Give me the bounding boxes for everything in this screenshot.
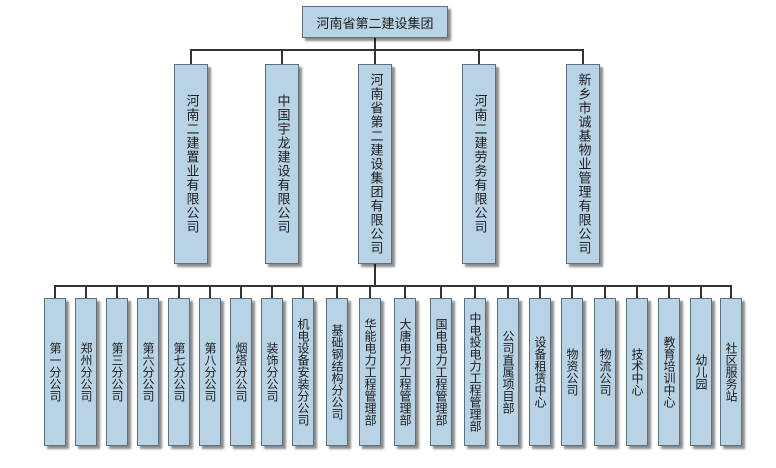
- connector-branch-drop: [116, 285, 118, 298]
- branch-node: 物资公司: [561, 298, 583, 446]
- branch-node: 郑州分公司: [75, 298, 97, 446]
- branch-node: 第三分公司: [106, 298, 128, 446]
- connector-branch-drop: [85, 285, 87, 298]
- subsidiary-label: 中国宇龙建设有限公司: [274, 94, 290, 234]
- connector-branch-drop: [440, 285, 442, 298]
- subsidiary-label: 河南省第二建设集团有限公司: [367, 73, 383, 255]
- connector-branch-drop: [636, 285, 638, 298]
- branch-node: 设备租赁中心: [529, 298, 551, 446]
- branch-label: 物流公司: [598, 348, 612, 396]
- connector-branch-drop: [571, 285, 573, 298]
- subsidiary-label: 新乡市诚基物业管理有限公司: [575, 73, 591, 255]
- root-node: 河南省第二建设集团: [302, 6, 448, 38]
- subsidiary-label: 河南二建置业有限公司: [183, 94, 199, 234]
- branch-node: 第六分公司: [137, 298, 159, 446]
- connector-branch-bus: [54, 285, 731, 287]
- branch-label: 公司直属项目部: [501, 330, 515, 414]
- branch-node: 技术中心: [626, 298, 648, 446]
- branch-node: 机电设备安装分公司: [292, 298, 314, 446]
- connector-branch-drop: [404, 285, 406, 298]
- connector-branch-drop: [209, 285, 211, 298]
- branch-label: 基础钢结构分公司: [330, 324, 344, 420]
- connector-sub-bus: [190, 49, 584, 51]
- connector-branch-drop: [474, 285, 476, 298]
- branch-node: 教育培训中心: [658, 298, 680, 446]
- branch-node: 装饰分公司: [261, 298, 283, 446]
- branch-label: 大唐电力工程管理部: [398, 318, 412, 426]
- branch-node: 第七分公司: [168, 298, 190, 446]
- branch-label: 机电设备安装分公司: [296, 318, 310, 426]
- branch-node: 幼儿园: [690, 298, 712, 446]
- branch-label: 第六分公司: [141, 342, 155, 402]
- branch-label: 第七分公司: [172, 342, 186, 402]
- branch-label: 技术中心: [630, 348, 644, 396]
- connector-branch-drop: [302, 285, 304, 298]
- branch-label: 装饰分公司: [265, 342, 279, 402]
- subsidiary-node: 新乡市诚基物业管理有限公司: [566, 64, 600, 264]
- branch-label: 国电电力工程管理部: [434, 318, 448, 426]
- connector-branch-drop: [369, 285, 371, 298]
- connector-branch-drop: [240, 285, 242, 298]
- branch-node: 烟塔分公司: [230, 298, 252, 446]
- connector-sub-drop: [374, 49, 376, 64]
- connector-branch-drop: [507, 285, 509, 298]
- branch-label: 第八分公司: [203, 342, 217, 402]
- root-label: 河南省第二建设集团: [316, 16, 434, 32]
- connector-sub-drop: [190, 49, 192, 64]
- connector-root-down: [374, 38, 376, 50]
- connector-branch-drop: [539, 285, 541, 298]
- connector-branch-drop: [604, 285, 606, 298]
- connector-branch-drop: [54, 285, 56, 298]
- branch-label: 烟塔分公司: [234, 342, 248, 402]
- connector-branch-drop: [336, 285, 338, 298]
- connector-branch-drop: [730, 285, 732, 298]
- branch-label: 设备租赁中心: [533, 336, 547, 408]
- branch-label: 郑州分公司: [79, 342, 93, 402]
- branch-label: 社区服务站: [724, 342, 738, 402]
- subsidiary-node: 中国宇龙建设有限公司: [265, 64, 299, 264]
- branch-label: 教育培训中心: [662, 336, 676, 408]
- connector-sub-drop: [281, 49, 283, 64]
- branch-node: 公司直属项目部: [497, 298, 519, 446]
- branch-label: 华能电力工程管理部: [363, 318, 377, 426]
- connector-branch-drop: [668, 285, 670, 298]
- subsidiary-node: 河南省第二建设集团有限公司: [358, 64, 392, 264]
- branch-label: 第三分公司: [110, 342, 124, 402]
- branch-label: 物资公司: [565, 348, 579, 396]
- branch-node: 第一分公司: [44, 298, 66, 446]
- branch-node: 物流公司: [594, 298, 616, 446]
- connector-sub-drop: [582, 49, 584, 64]
- branch-label: 幼儿园: [694, 354, 708, 390]
- branch-node: 第八分公司: [199, 298, 221, 446]
- branch-node: 国电电力工程管理部: [430, 298, 452, 446]
- connector-branch-drop: [178, 285, 180, 298]
- connector-sub-drop: [478, 49, 480, 64]
- connector-branch-drop: [700, 285, 702, 298]
- connector-branch-drop: [271, 285, 273, 298]
- branch-node: 基础钢结构分公司: [326, 298, 348, 446]
- connector-branch-drop: [147, 285, 149, 298]
- branch-node: 华能电力工程管理部: [359, 298, 381, 446]
- connector-group-down: [374, 264, 376, 286]
- branch-label: 中电投电力工程管理部: [468, 312, 482, 432]
- branch-node: 社区服务站: [720, 298, 742, 446]
- subsidiary-label: 河南二建劳务有限公司: [471, 94, 487, 234]
- branch-node: 中电投电力工程管理部: [464, 298, 486, 446]
- subsidiary-node: 河南二建劳务有限公司: [462, 64, 496, 264]
- branch-label: 第一分公司: [48, 342, 62, 402]
- subsidiary-node: 河南二建置业有限公司: [174, 64, 208, 264]
- branch-node: 大唐电力工程管理部: [394, 298, 416, 446]
